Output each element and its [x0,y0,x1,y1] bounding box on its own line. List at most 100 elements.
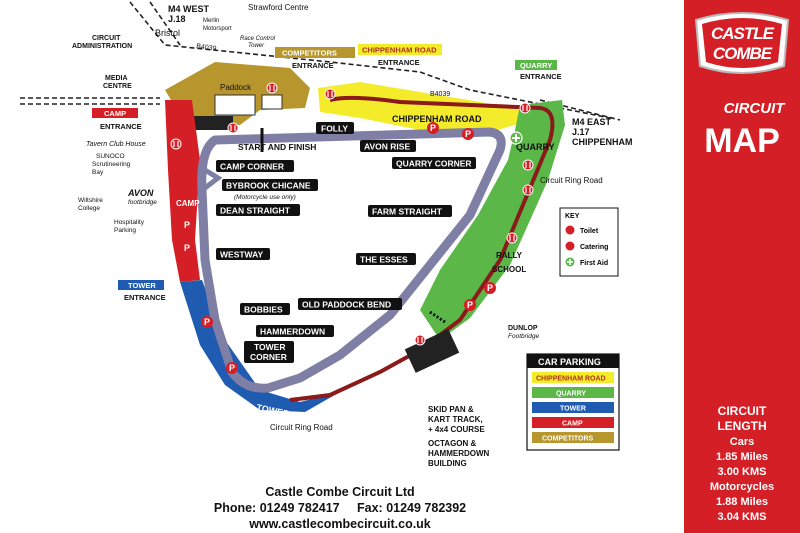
key-toilet-label: Toilet [580,228,599,235]
quarry-entrance-label: ENTRANCE [520,72,562,81]
moto-miles: 1.88 Miles [716,496,768,508]
parking-marker: P [201,316,213,328]
wiltshire-label-2: College [78,205,100,212]
bybrook-chicane [203,167,223,190]
fax-number: Fax: 01249 782392 [357,501,467,515]
skid-pan-building [404,329,460,373]
dean-straight-tag [216,204,300,216]
tower-corner-tag [244,341,294,363]
competitors-entrance-badge [275,47,355,58]
cars-kms: 3.00 KMS [717,466,767,478]
media-centre-label-1: MEDIA [105,75,128,82]
avon-brand-label: AVON [127,188,154,198]
bybrook-label: BYBROOK CHICANE [226,181,311,191]
camp-corner-tag [216,160,294,172]
rally-school-label-2: SCHOOL [492,265,526,274]
chippenham-entrance-label: ENTRANCE [378,58,420,67]
circuit-word: CIRCUIT [723,100,785,117]
competitors-entrance-name: COMPETITORS [282,49,337,58]
tavern-label: Tavern Club House [86,141,146,148]
catering-icon [522,159,534,171]
octagon-label-3: BUILDING [428,459,467,468]
corner-tags [216,122,476,363]
legend-swatch-competitors [532,432,614,443]
b4039-label-1: B4039 [196,43,217,53]
camp-area [165,100,200,282]
old-paddock-tag [298,298,402,310]
map-word: MAP [704,122,780,160]
hospitality-label-2: Parking [114,227,136,234]
tower-corner-label-1: TOWER [254,342,285,352]
logo-shield-icon [694,12,790,74]
svg-text:P: P [430,123,436,133]
bybrook-note: (Motorcycle use only) [234,194,296,201]
svg-text:P: P [204,317,210,327]
website-link[interactable]: www.castlecombecircuit.co.uk [249,517,431,531]
j17-label: J.17 [572,127,590,137]
quarry-zone-label: QUARRY [516,142,555,152]
dunlop-label-1: DUNLOP [508,325,538,332]
start-finish-label: START AND FINISH [238,142,316,152]
moto-kms: 3.04 KMS [717,511,767,523]
key-toilet-icon [565,225,575,235]
race-control-building [261,94,283,110]
octagon-label-1: OCTAGON & [428,439,477,448]
sunoco-label-1: SUNOCO [96,153,125,160]
toilet-icon [170,138,182,150]
tower-corner-label-2: CORNER [250,352,287,362]
bobbies-label: BOBBIES [244,305,283,315]
the-esses-tag [356,253,416,265]
bybrook-tag [222,179,318,191]
race-control-label-1: Race Control [240,36,276,42]
chippenham-road-area [318,82,525,135]
bristol-label: Bristol [155,28,180,38]
catering-icon [506,232,518,244]
catering-icon [522,184,534,196]
parking-marker: P [181,219,193,231]
sunoco-label-3: Bay [92,169,104,176]
westway-tag [216,248,270,260]
chippenham-town-label: CHIPPENHAM [572,137,633,147]
dunlop-footbridge [429,310,446,324]
tower-entrance-name: TOWER [128,281,156,290]
quarry-corner-label: QUARRY CORNER [396,159,472,169]
skid-pan-label-2: KART TRACK, [428,415,483,424]
catering-icon [414,334,426,346]
car-parking-header [527,354,619,368]
ring-road-bottom-label: Circuit Ring Road [270,423,333,432]
skid-pan-label-3: + 4x4 COURSE [428,425,485,434]
key-catering-label: Catering [580,244,608,251]
strawford-label: Strawford Centre [248,3,309,12]
hammerdown-tag [256,325,334,337]
avon-rise-label: AVON RISE [364,142,410,152]
legend-label-quarry: QUARRY [556,391,586,398]
tower-entrance-label: ENTRANCE [124,293,166,302]
bobbies-tag [240,303,290,315]
dean-straight-label: DEAN STRAIGHT [220,206,291,216]
contact-footer: Castle Combe Circuit Ltd Phone: 01249 78… [150,484,530,532]
media-centre-label-2: CENTRE [103,83,132,90]
avon-rise-tag [360,140,416,152]
paddock-building [214,94,256,116]
rally-school-label-1: RALLY [496,251,523,260]
merlin-label-1: Merlin [203,18,219,24]
parking-marker: P [226,362,238,374]
ring-road-right-label: Circuit Ring Road [540,176,603,185]
camp-entrance-name: CAMP [104,109,126,118]
moto-label: Motorcycles [709,481,775,493]
m4-west-label: M4 WEST [168,4,210,14]
dunlop-label-2: Footbridge [508,333,539,340]
key-first-aid-label: First Aid [580,260,608,267]
pit-buildings [188,116,233,130]
merlin-label-2: Motorsport [203,26,232,32]
camp-corner-label: CAMP CORNER [220,162,284,172]
j18-label: J.18 [168,14,186,24]
tower-entrance-badge [118,280,164,290]
race-control-label-2: Tower [248,43,265,49]
legend-label-tower: TOWER [560,406,586,413]
farm-straight-tag [368,205,452,217]
legend-label-chippenham: CHIPPENHAM ROAD [536,376,606,383]
legend-swatch-camp [532,417,614,428]
car-parking-legend: CAR PARKING CHIPPENHAM ROAD QUARRY TOWER… [526,353,620,451]
